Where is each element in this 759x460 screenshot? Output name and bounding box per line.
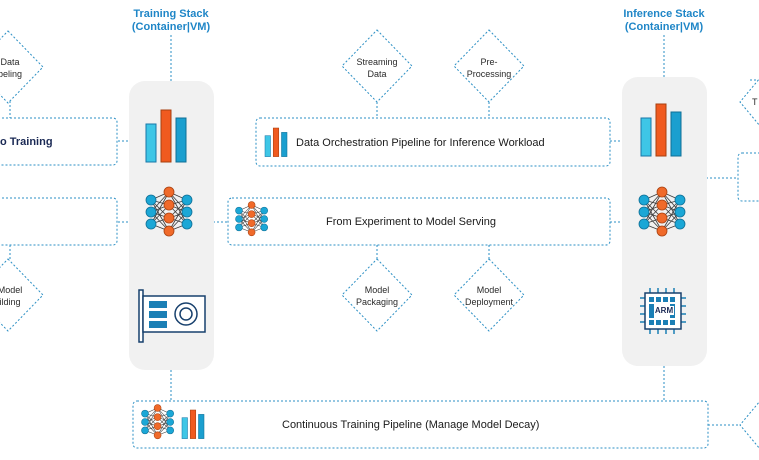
- streaming-data-diamond: [341, 29, 413, 103]
- inference-stack-title-line2: (Container|VM): [624, 21, 704, 33]
- model-building-label: Model ilding: [0, 284, 40, 308]
- data-orchestration-text: Data Orchestration Pipeline for Inferenc…: [296, 137, 545, 149]
- pre-processing-label: Pre- Processing: [454, 56, 524, 80]
- data-orchestration-box: [255, 117, 611, 167]
- model-packaging-line2: Packaging: [355, 297, 399, 307]
- arm-chip-label: ARM: [654, 306, 674, 315]
- model-packaging-line1: Model: [364, 285, 390, 295]
- to-training-box: [0, 117, 118, 166]
- gpu-card-icon: [138, 289, 206, 343]
- to-training-text: o Training: [0, 136, 53, 148]
- right-top-label: T: [752, 97, 758, 107]
- streaming-data-label: Streaming Data: [342, 56, 412, 80]
- streaming-data-line2: Data: [367, 69, 387, 79]
- continuous-training-box: [132, 400, 709, 449]
- streaming-data-line1: Streaming: [356, 57, 398, 67]
- connector-lines: [9, 35, 759, 426]
- model-building-line2: ilding: [0, 297, 21, 307]
- data-labeling-line1: Data: [0, 57, 20, 67]
- model-packaging-label: Model Packaging: [342, 284, 412, 308]
- model-deployment-label: Model Deployment: [454, 284, 524, 308]
- pre-processing-line2: Processing: [466, 69, 512, 79]
- right-cut-box: [737, 152, 759, 202]
- left-empty-box: [0, 197, 118, 246]
- model-building-diamond: [0, 258, 44, 332]
- model-deployment-line2: Deployment: [464, 297, 514, 307]
- right-bottom-diamond: [739, 401, 759, 449]
- pre-processing-diamond: [453, 29, 525, 103]
- training-stack-title-line1: Training Stack: [133, 8, 209, 20]
- pre-processing-line1: Pre-: [480, 57, 498, 67]
- right-top-diamond: [739, 78, 759, 126]
- model-deployment-diamond: [453, 258, 525, 332]
- training-stack-title-line2: (Container|VM): [131, 21, 211, 33]
- data-labeling-line2: beling: [0, 69, 23, 79]
- experiment-serving-box: [227, 197, 611, 246]
- experiment-serving-text: From Experiment to Model Serving: [326, 216, 496, 228]
- model-deployment-line1: Model: [476, 285, 502, 295]
- inference-stack-title-line1: Inference Stack: [623, 8, 705, 20]
- model-building-line1: Model: [0, 285, 23, 295]
- data-labeling-diamond: [0, 30, 44, 104]
- inference-stack-title: Inference Stack (Container|VM): [604, 8, 724, 34]
- continuous-training-text: Continuous Training Pipeline (Manage Mod…: [282, 419, 540, 431]
- training-stack-title: Training Stack (Container|VM): [111, 8, 231, 34]
- model-packaging-diamond: [341, 258, 413, 332]
- data-labeling-label: Data beling: [0, 56, 40, 80]
